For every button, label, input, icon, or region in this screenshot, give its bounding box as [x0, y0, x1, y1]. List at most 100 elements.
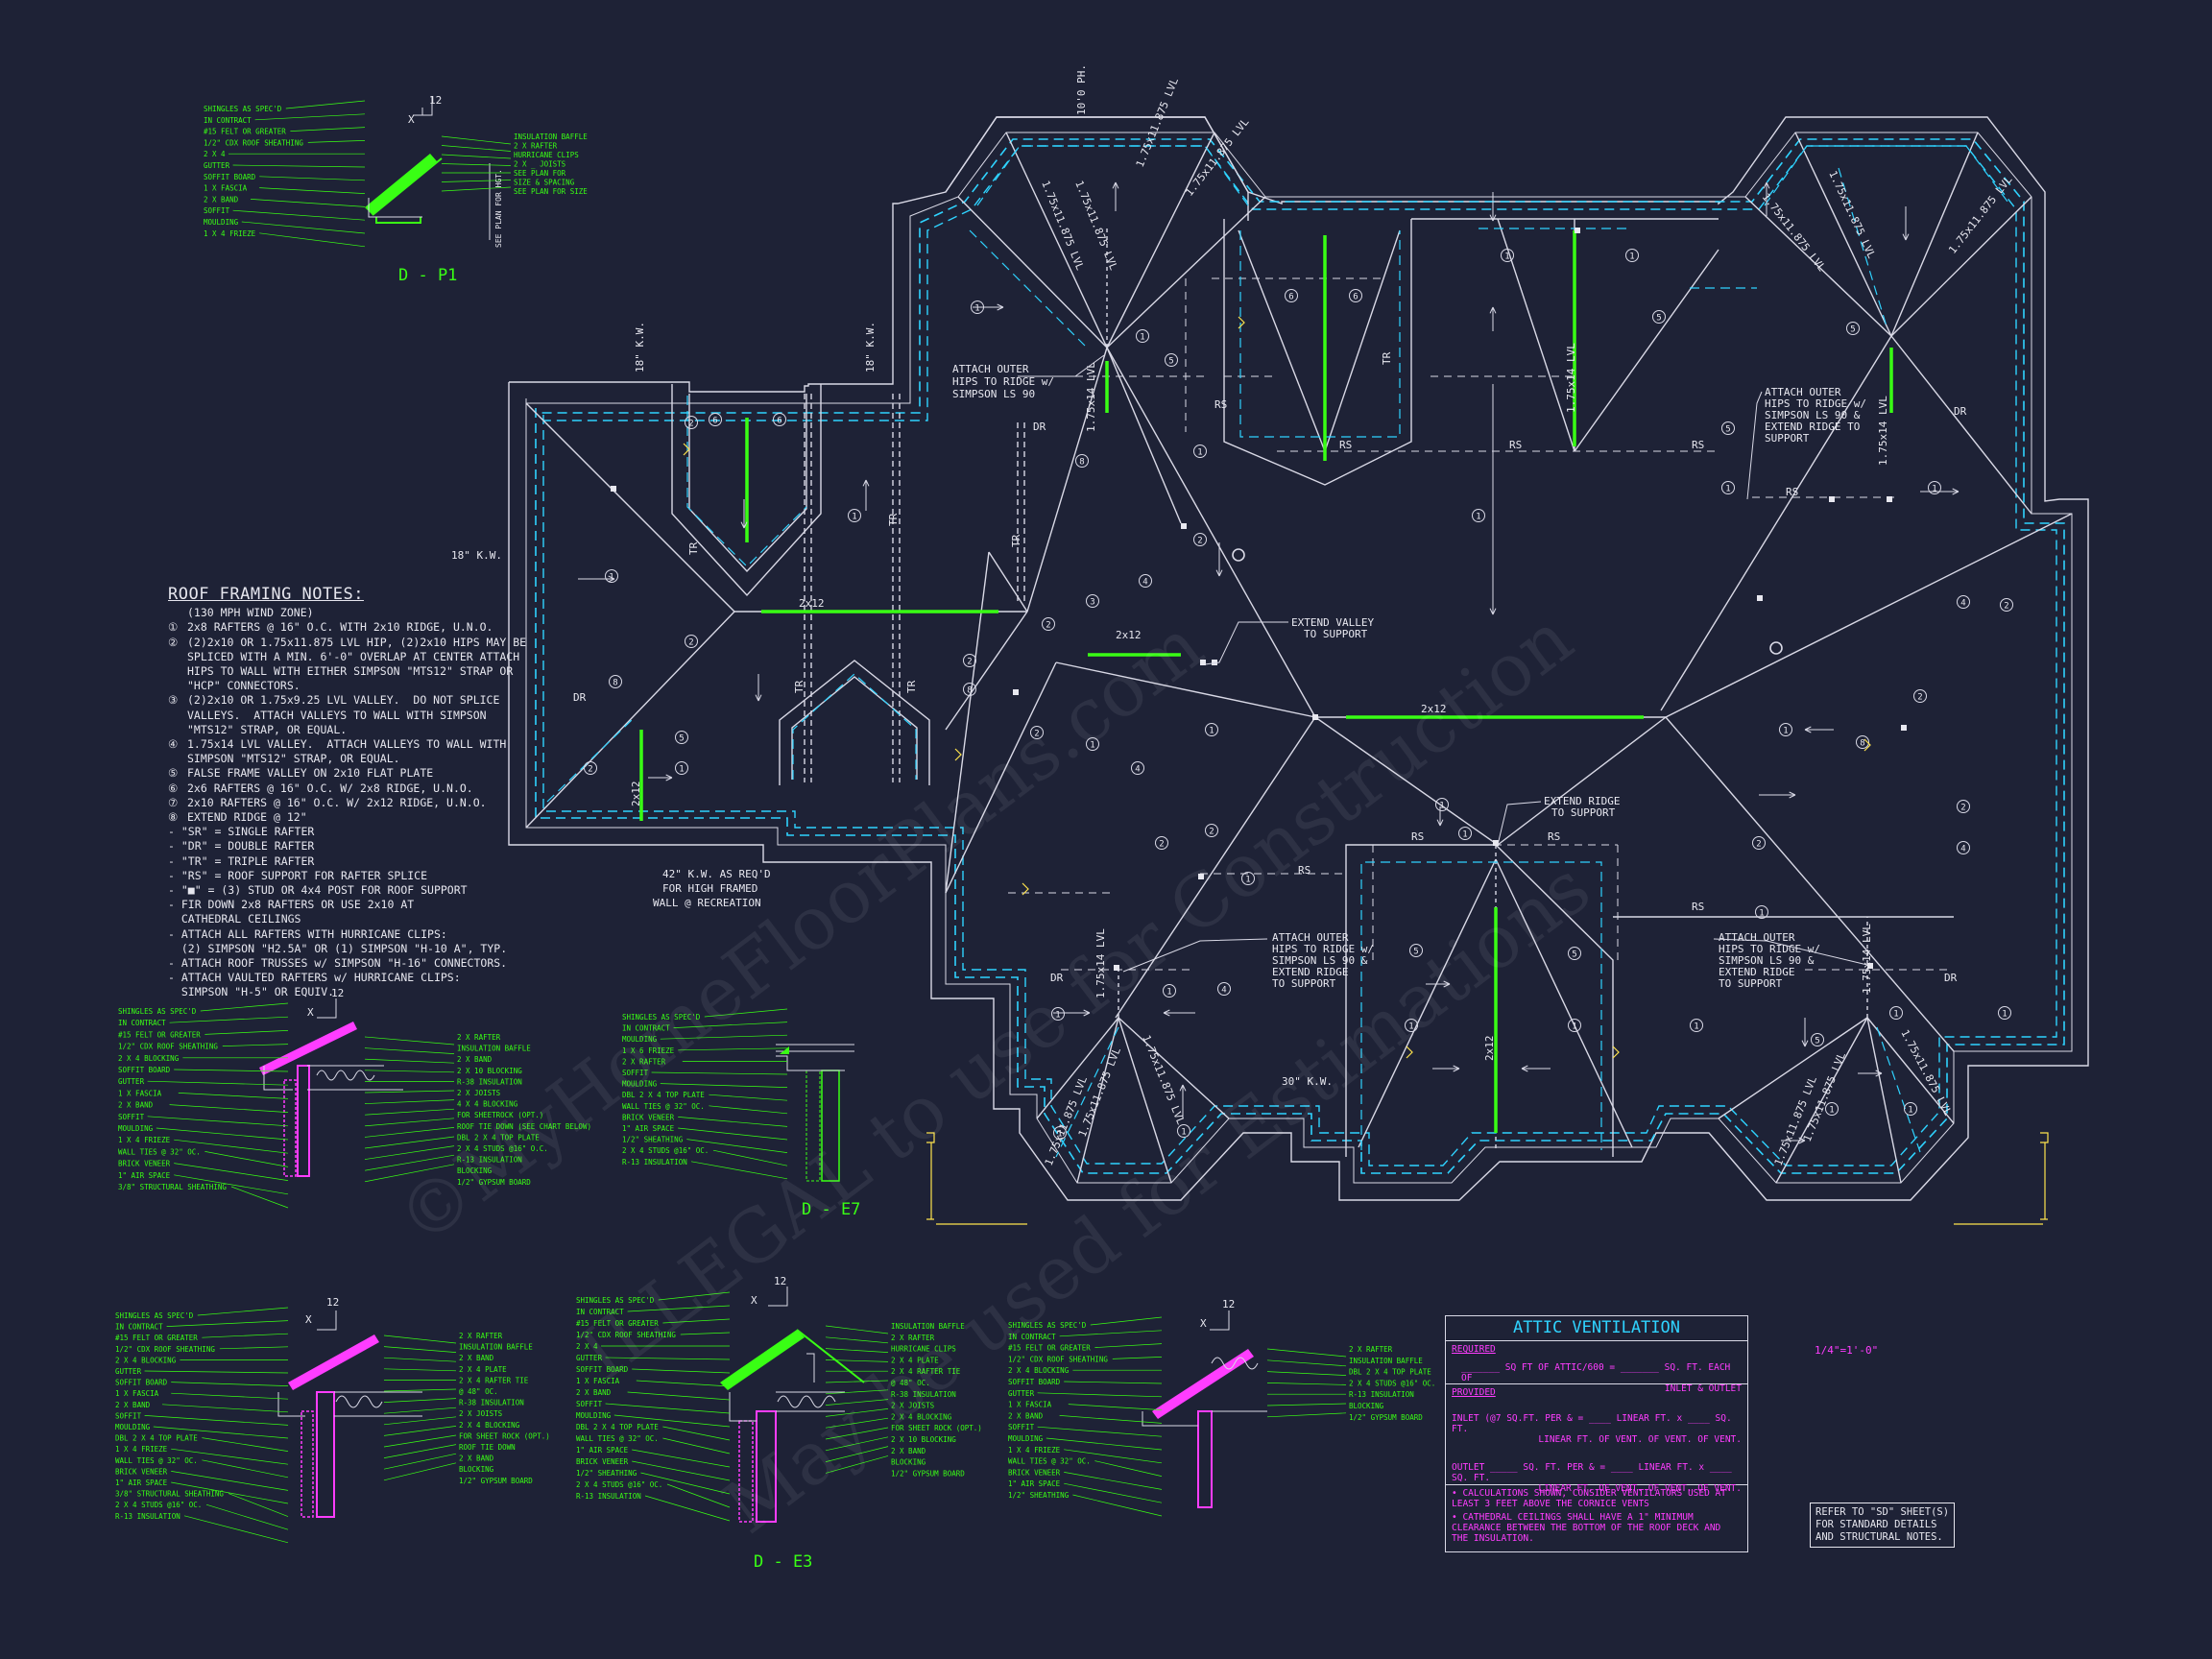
callout-number: 1	[852, 513, 856, 522]
leader-line	[441, 186, 512, 192]
callout-number: 3	[1090, 598, 1094, 608]
leader-line	[219, 1346, 289, 1350]
callout-circle	[848, 509, 861, 522]
callout-number: 4	[1960, 599, 1965, 609]
callout-number: 8	[967, 686, 972, 696]
left-plates	[277, 1391, 422, 1417]
detail-label: INSULATION BAFFLE	[891, 1322, 965, 1331]
arrow-head	[1489, 214, 1497, 222]
detail-label: 1" AIR SPACE	[622, 1124, 675, 1133]
dp1-roof-line	[365, 154, 437, 215]
detail-label: 1/2" SHEATHING	[622, 1136, 684, 1144]
kw42-label: WALL @ RECREATION	[653, 897, 761, 909]
leader	[1018, 354, 1105, 377]
detail-label: 2 X JOISTS	[891, 1402, 935, 1410]
detail-label: 1/2" GYPSUM BOARD	[457, 1178, 531, 1187]
arrow-head	[755, 694, 762, 702]
hip-line	[1076, 1017, 1119, 1184]
leader-line	[364, 1127, 455, 1138]
note-bullet: - ATTACH ALL RAFTERS WITH HURRICANE CLIP…	[168, 926, 508, 955]
post-marker	[1198, 874, 1204, 879]
callout-circle	[685, 635, 698, 648]
detail-label: WALL TIES @ 32" OC.	[115, 1456, 198, 1465]
leader-line	[441, 145, 512, 152]
callout-number: 2	[967, 658, 972, 667]
post-marker	[1829, 496, 1835, 502]
leader-line	[605, 1357, 731, 1360]
detail-label: SHINGLES AS SPEC'D	[118, 1007, 197, 1016]
refer-line: AND STRUCTURAL NOTES.	[1815, 1531, 1943, 1543]
leader-line	[202, 1459, 289, 1479]
detail-label: SOFFIT	[115, 1411, 142, 1420]
leader-line	[171, 1448, 289, 1465]
detail-de7-drawing	[259, 998, 403, 1177]
post-marker	[1181, 523, 1187, 529]
callout-number: 2	[1756, 840, 1761, 850]
de7-brick	[283, 1079, 297, 1177]
leader-line	[364, 1036, 455, 1046]
break-mark	[954, 748, 962, 761]
kw42-label: 42" K.W. AS REQ'D	[662, 868, 771, 880]
left-wall	[316, 1391, 335, 1518]
arrows	[578, 181, 1960, 1144]
required-line: _______ SQ FT OF ATTIC/600 = _______ SQ.…	[1461, 1362, 1731, 1383]
detail-label: 2 X 10 BLOCKING	[457, 1067, 522, 1075]
break-mark	[926, 1132, 935, 1220]
note-text: FALSE FRAME VALLEY ON 2x10 FLAT PLATE	[187, 766, 434, 781]
detail-label: SOFFIT BOARD	[118, 1066, 171, 1074]
leader-line	[364, 1108, 455, 1116]
lvl875-label: 1.75x11.875 LVL	[1183, 115, 1252, 199]
pitch-12: 12	[1222, 1298, 1235, 1310]
callout-number: 1	[1166, 988, 1171, 998]
detail-label: 2 X RAFTER	[891, 1334, 935, 1342]
scale-label: 1/4"=1'-0"	[1815, 1344, 1879, 1357]
leader-line	[383, 1346, 457, 1353]
detail-label: 1 X FASCIA	[1008, 1401, 1052, 1409]
detail-label: MOULDING	[576, 1411, 612, 1420]
detail-label: 1 X FASCIA	[115, 1389, 159, 1398]
detail-label: MOULDING	[622, 1080, 658, 1089]
detail-label: R-38 INSULATION	[459, 1399, 524, 1407]
detail-label: MOULDING	[1008, 1434, 1044, 1443]
detail-label: 2 X 4 BLOCKING	[1008, 1366, 1070, 1375]
callout-circle	[1889, 1006, 1903, 1020]
callout-number: 4	[1960, 845, 1965, 854]
leader-line	[825, 1389, 889, 1395]
callout-number: 5	[679, 734, 684, 744]
callout-circle	[1501, 249, 1514, 262]
pitch-12: 12	[774, 1275, 786, 1287]
leader-line	[232, 164, 366, 168]
leader	[1713, 938, 1868, 966]
leader-line	[825, 1380, 889, 1383]
leader-line	[144, 1415, 289, 1426]
arrow-head	[1789, 791, 1796, 799]
leader-line	[364, 1047, 455, 1054]
detail-de3-drawing	[720, 1286, 865, 1523]
arrow-head	[1801, 1040, 1809, 1047]
hip-line	[988, 551, 1028, 613]
detail-label: 1" AIR SPACE	[576, 1446, 629, 1455]
leader-line	[364, 1090, 455, 1094]
callout-number: 2	[1209, 828, 1214, 837]
leader-line	[174, 1069, 289, 1072]
left-insulation	[335, 1395, 383, 1408]
note-text: 2x8 RAFTERS @ 16" O.C. WITH 2x10 RIDGE, …	[187, 620, 493, 635]
detail-label: DBL 2 X 4 TOP PLATE	[457, 1133, 540, 1142]
leader-line	[1037, 1392, 1163, 1398]
leader-line	[662, 1437, 731, 1455]
leader-line	[169, 1104, 289, 1113]
note-number: ⑦	[168, 795, 179, 809]
callout-circle	[1405, 1019, 1418, 1032]
detail-label: R-38 INSULATION	[891, 1390, 956, 1399]
leader-line	[627, 1391, 731, 1401]
leader-line	[364, 1136, 455, 1149]
leader-line	[441, 180, 512, 182]
detail-label: SOFFIT	[576, 1400, 603, 1408]
hip-line	[1106, 196, 1266, 349]
detail-label: SOFFIT	[622, 1069, 649, 1077]
detail-label: SHINGLES AS SPEC'D	[204, 105, 282, 113]
left-pitch	[317, 1310, 337, 1331]
outlet-line-2: LINEAR FT. OF VENT. OF VENT. OF VENT.	[1538, 1483, 1742, 1494]
